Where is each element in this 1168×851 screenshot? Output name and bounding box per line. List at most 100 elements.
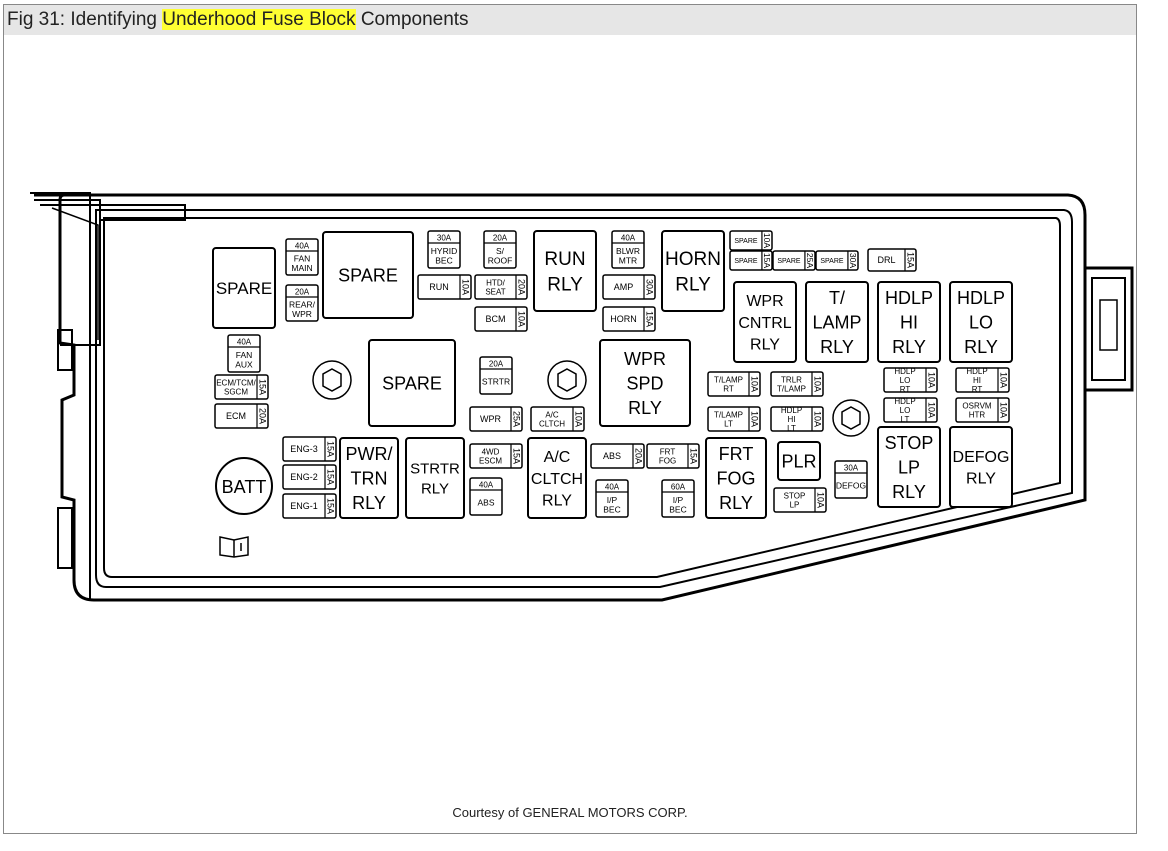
- fuse-amp-label: 25A: [512, 411, 522, 427]
- maxi-fuse-body: [285, 238, 319, 276]
- maxi-name-label: FAN: [294, 253, 311, 263]
- figure-frame: Fig 31: Identifying Underhood Fuse Block…: [3, 4, 1137, 834]
- relay-label: HDLP: [957, 288, 1005, 308]
- maxi-name-label: FAN: [236, 350, 253, 360]
- fuse-name-label: RT: [723, 384, 734, 393]
- relay-label: DEFOG: [953, 449, 1010, 466]
- fuse-amp-label: 10A: [813, 376, 823, 392]
- fuse-name-label: A/C: [545, 410, 559, 419]
- relay-body: [705, 437, 767, 519]
- relay-body: [805, 281, 869, 363]
- relay-body: [533, 230, 597, 312]
- relay-label: RLY: [820, 337, 854, 357]
- fuse-amp-label: 10A: [750, 411, 760, 427]
- fuse-amp-label: 15A: [645, 311, 655, 327]
- fuse-body: [867, 248, 917, 272]
- relay-spare-1: SPARE: [212, 247, 276, 329]
- fuse-amp-label: 15A: [512, 448, 522, 464]
- maxi-fuse-body: [285, 284, 319, 322]
- fuse-amp-label: 10A: [927, 372, 937, 388]
- maxi-amp-label: 30A: [437, 234, 452, 243]
- maxi-fuse-body: [834, 460, 868, 499]
- fuse-name-label: OSRVM: [962, 401, 992, 410]
- relay-label: RLY: [421, 481, 449, 498]
- relay-label: SPARE: [216, 279, 272, 298]
- fuse-name-label: HDLP: [894, 397, 915, 406]
- relay-label: SPARE: [382, 373, 442, 393]
- fuse-name-label: ENG-3: [290, 444, 318, 454]
- relay-body: [322, 231, 414, 319]
- fuse-name-label: 4WD: [482, 447, 500, 456]
- relay-label: RLY: [542, 492, 572, 509]
- maxi-name-label: BEC: [435, 255, 452, 265]
- fuse-name-label: HTD/: [486, 278, 505, 287]
- relay-label: FOG: [717, 468, 756, 488]
- maxi-fuse-body: [427, 230, 461, 269]
- fuse-amp-label: 15A: [762, 253, 772, 269]
- fuse-spare-b: 15A SPARE: [729, 250, 773, 271]
- fuse-amp-label: 20A: [517, 279, 527, 295]
- fuse-body: [469, 443, 523, 469]
- fuse-body: [282, 436, 337, 462]
- relay-label: SPARE: [338, 265, 398, 285]
- title-prefix: Fig 31: Identifying: [7, 9, 163, 30]
- relay-label: HI: [900, 312, 918, 332]
- fuse-body: [282, 464, 337, 490]
- title-suffix: Components: [355, 9, 469, 30]
- fuse-body: [707, 371, 761, 397]
- maxi-name-label: BLWR: [616, 246, 640, 256]
- maxi-fuse-body: [227, 334, 261, 373]
- fuse-amp-label: 25A: [805, 253, 815, 269]
- maxi-name-label: DEFOG: [836, 481, 866, 491]
- fuse-body: [883, 367, 938, 393]
- relay-layer: SPARESPARESPARERUNRLYHORNRLYWPRCNTRLRLYT…: [212, 230, 1013, 519]
- fuse-body: [282, 493, 337, 519]
- maxi-amp-label: 40A: [605, 483, 620, 492]
- maxi-amp-label: 60A: [671, 483, 686, 492]
- manual-info-icon: [219, 536, 249, 558]
- fuse-body: [773, 487, 827, 513]
- fuse-body: [214, 403, 269, 429]
- relay-body: [212, 247, 276, 329]
- fuse-name-label: RT: [972, 385, 983, 394]
- bolt-icon: [832, 399, 870, 437]
- relay-label: RLY: [352, 493, 386, 513]
- relay-body: [599, 339, 691, 427]
- fuse-name-label: T/LAMP: [714, 375, 743, 384]
- fuse-name-label: SPARE: [777, 258, 801, 265]
- batt-label: BATT: [222, 477, 267, 497]
- fuse-name-label: SEAT: [485, 287, 505, 296]
- maxi-name-label: WPR: [292, 309, 312, 319]
- fuse-name-label: LT: [787, 424, 796, 433]
- relay-label: LO: [969, 312, 993, 332]
- fuse-name-label: ENG-1: [290, 501, 318, 511]
- relay-label: RLY: [892, 337, 926, 357]
- fuse-name-label: SPARE: [734, 258, 758, 265]
- fuse-name-label: LT: [901, 415, 910, 424]
- maxi-fuse-body: [479, 356, 513, 395]
- title-highlight: Underhood Fuse Block: [162, 9, 356, 30]
- fuse-body: [955, 367, 1010, 393]
- fuse-amp-label: 20A: [634, 448, 644, 464]
- relay-label: RLY: [892, 482, 926, 502]
- fuse-name-label: LP: [790, 500, 800, 509]
- fuse-body: [646, 443, 700, 469]
